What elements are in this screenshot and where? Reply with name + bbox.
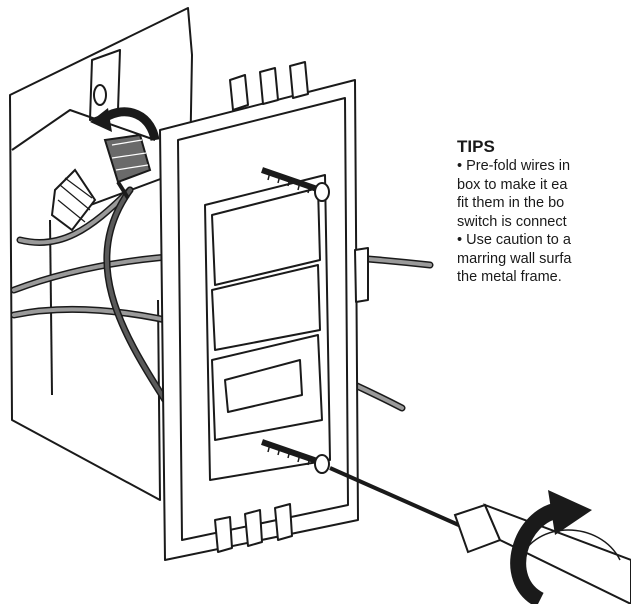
tip-line: fit them in the bo xyxy=(457,195,565,211)
wire-nut xyxy=(50,168,97,232)
tip-line: the metal frame. xyxy=(457,269,562,285)
screwdriver xyxy=(329,466,631,604)
rotate-arrow-icon xyxy=(510,490,592,604)
tip-line: marring wall surfa xyxy=(457,250,572,267)
tips-panel: TIPS • Pre-fold wires in box to make it … xyxy=(457,137,631,287)
wire-nut-dark xyxy=(103,133,152,200)
tip-line: switch is connect xyxy=(457,213,567,230)
mounting-screw xyxy=(261,439,330,474)
tip-line: box to make it ea xyxy=(457,176,568,193)
adapter-frame xyxy=(159,61,369,561)
tip-line: • Use caution to a xyxy=(457,232,571,248)
mounting-screw xyxy=(261,167,330,202)
tips-title: TIPS xyxy=(457,137,495,156)
tip-line: • Pre-fold wires in xyxy=(457,158,571,174)
rotate-arrow-icon xyxy=(90,107,160,142)
